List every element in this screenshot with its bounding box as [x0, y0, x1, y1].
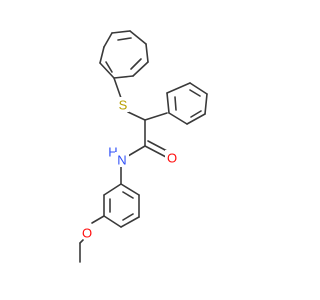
bond-ring-methoxy-o [91, 215, 105, 224]
methoxyphenyl-ring [103, 183, 140, 228]
atom-oxygen-carbonyl: O [165, 150, 179, 166]
bond-carbonyl-n [127, 145, 146, 157]
bond-s-ch [127, 111, 146, 121]
phenyl-ring-right [166, 82, 208, 125]
molecule-diagram: S O H N O [79, 30, 208, 263]
svg-text:N: N [117, 153, 126, 168]
svg-text:O: O [82, 226, 92, 241]
atom-oxygen-methoxy: O [80, 225, 94, 241]
bond-s-ring [113, 77, 122, 99]
svg-text:S: S [119, 98, 128, 113]
phenyl-ring-top [99, 30, 149, 79]
svg-text:H: H [108, 145, 117, 160]
atom-sulfur: S [117, 97, 129, 113]
svg-text:O: O [167, 151, 177, 166]
bond-ch-ring [144, 112, 168, 121]
atom-nitrogen: N [115, 152, 129, 168]
bond-carbonyl-o [144, 145, 167, 158]
